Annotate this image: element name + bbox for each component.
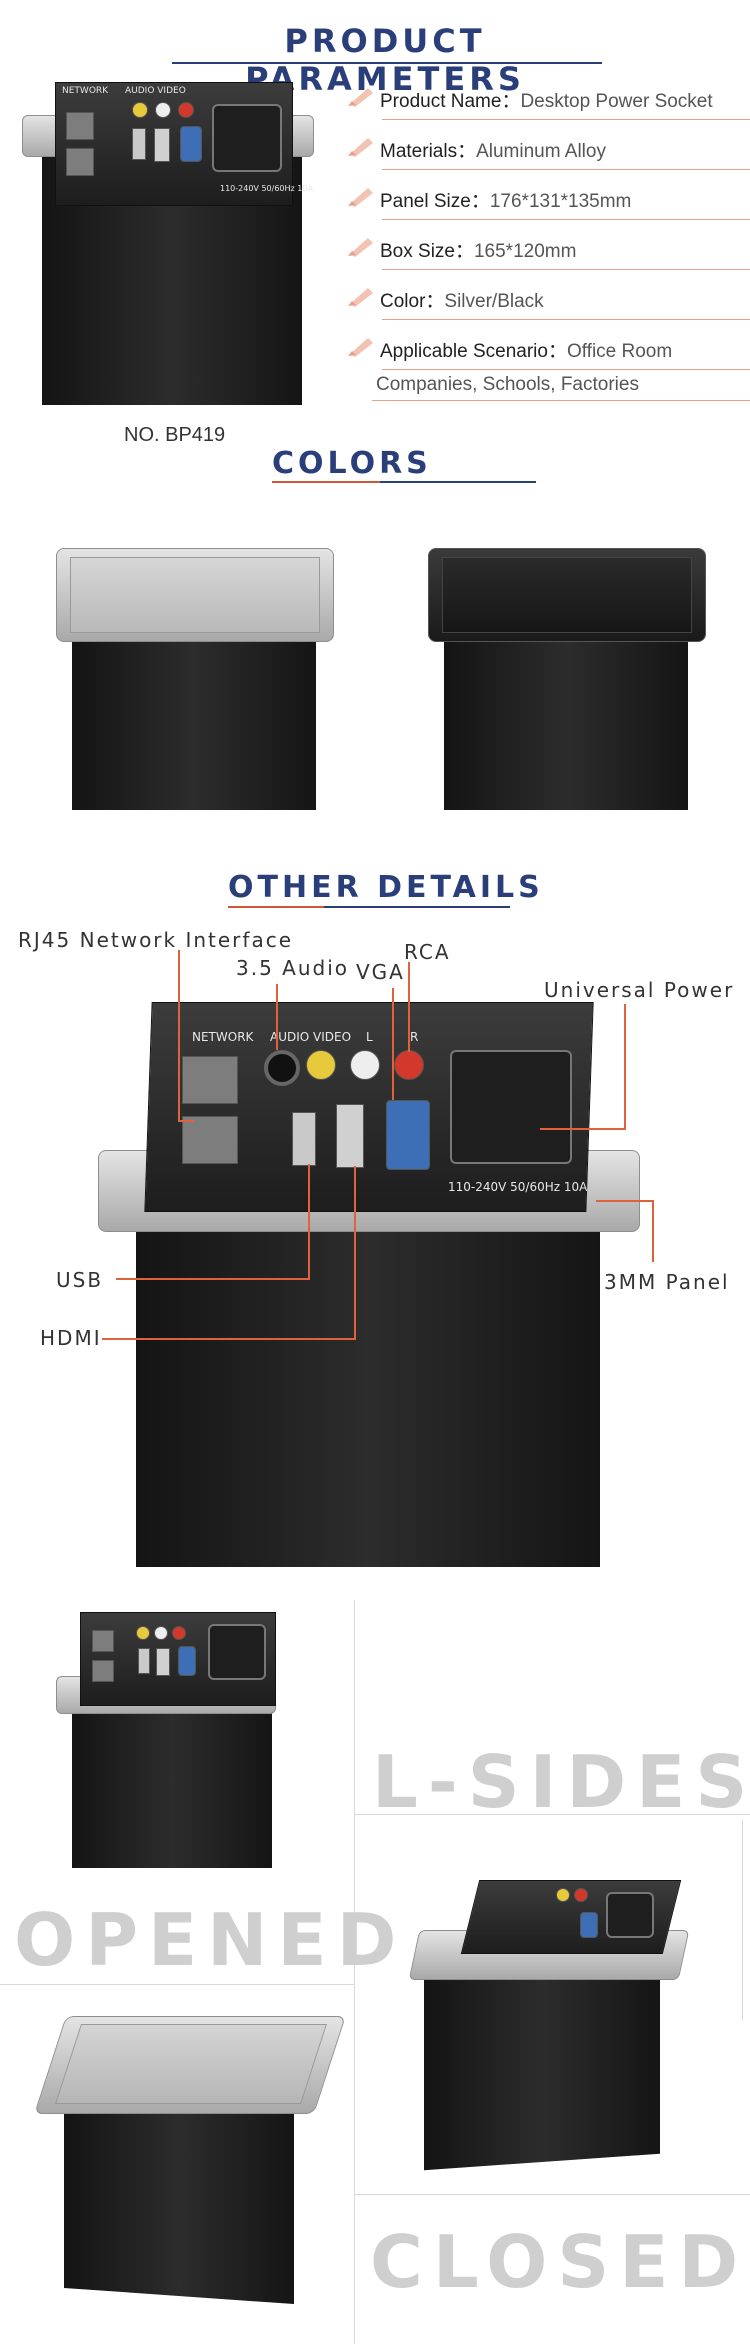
heading-colors: COLORS [272, 446, 432, 481]
callout-vga: VGA [356, 960, 405, 984]
plate-label-right: R [410, 1030, 419, 1044]
heading-underline [324, 906, 510, 908]
heading-underline [380, 481, 536, 483]
plate-label-rating-small: 110-240V 50/60Hz 10A [220, 184, 313, 193]
pen-icon [348, 238, 373, 257]
param-value: 176*131*135mm [489, 191, 632, 212]
param-label: Panel Size： [380, 191, 490, 212]
param-scenario-continued: Companies, Schools, Factories [376, 374, 639, 395]
param-panel-size: Panel Size：176*131*135mm [346, 178, 750, 220]
param-label: Box Size： [380, 241, 474, 262]
plate-label-audio-video: AUDIO VIDEO [270, 1030, 352, 1044]
pen-icon [348, 288, 373, 307]
param-value: Silver/Black [444, 291, 544, 312]
callout-audio: 3.5 Audio [236, 956, 350, 980]
param-label: Applicable Scenario： [380, 341, 567, 362]
param-box-size: Box Size：165*120mm [346, 228, 750, 270]
callout-rj45: RJ45 Network Interface [18, 928, 294, 952]
label-l-sides: L-SIDES [372, 1740, 750, 1824]
divider-horizontal [354, 2194, 750, 2195]
label-closed: CLOSED [370, 2220, 749, 2304]
param-value: Desktop Power Socket [520, 91, 713, 112]
plate-label-rating: 110-240V 50/60Hz 10A [448, 1180, 588, 1194]
heading-underline-accent [228, 906, 324, 908]
divider-horizontal [0, 1984, 354, 1985]
param-label: Color： [380, 291, 445, 312]
pen-icon [348, 88, 373, 107]
plate-label-network: NETWORK [192, 1030, 254, 1044]
callout-power: Universal Power [544, 978, 735, 1002]
callout-rca: RCA [404, 940, 451, 964]
param-applicable-scenario: Applicable Scenario：Office Room [346, 328, 750, 370]
divider-vertical [742, 1820, 743, 2020]
callout-usb: USB [56, 1268, 104, 1292]
heading-underline-accent [272, 481, 380, 483]
param-color: Color：Silver/Black [346, 278, 750, 320]
pen-icon [348, 188, 373, 207]
param-value: Aluminum Alloy [476, 141, 606, 162]
param-label: Materials： [380, 141, 477, 162]
param-value: Office Room [566, 341, 673, 362]
plate-label-audio-video: AUDIO VIDEO [125, 86, 186, 96]
pen-icon [348, 338, 373, 357]
callout-panel: 3MM Panel [604, 1270, 730, 1294]
param-product-name: Product Name：Desktop Power Socket [346, 78, 750, 120]
model-number: NO. BP419 [124, 424, 226, 446]
divider-vertical [354, 1600, 355, 2344]
param-value: 165*120mm [473, 241, 577, 262]
plate-label-left: L [366, 1030, 373, 1044]
heading-other-details: OTHER DETAILS [228, 870, 544, 905]
plate-label-network: NETWORK [62, 86, 109, 96]
divider-horizontal [354, 1814, 750, 1815]
label-opened: OPENED [14, 1898, 407, 1982]
param-label: Product Name： [380, 91, 521, 112]
pen-icon [348, 138, 373, 157]
heading-underline [172, 62, 602, 64]
callout-hdmi: HDMI [40, 1326, 102, 1350]
param-materials: Materials：Aluminum Alloy [346, 128, 750, 170]
